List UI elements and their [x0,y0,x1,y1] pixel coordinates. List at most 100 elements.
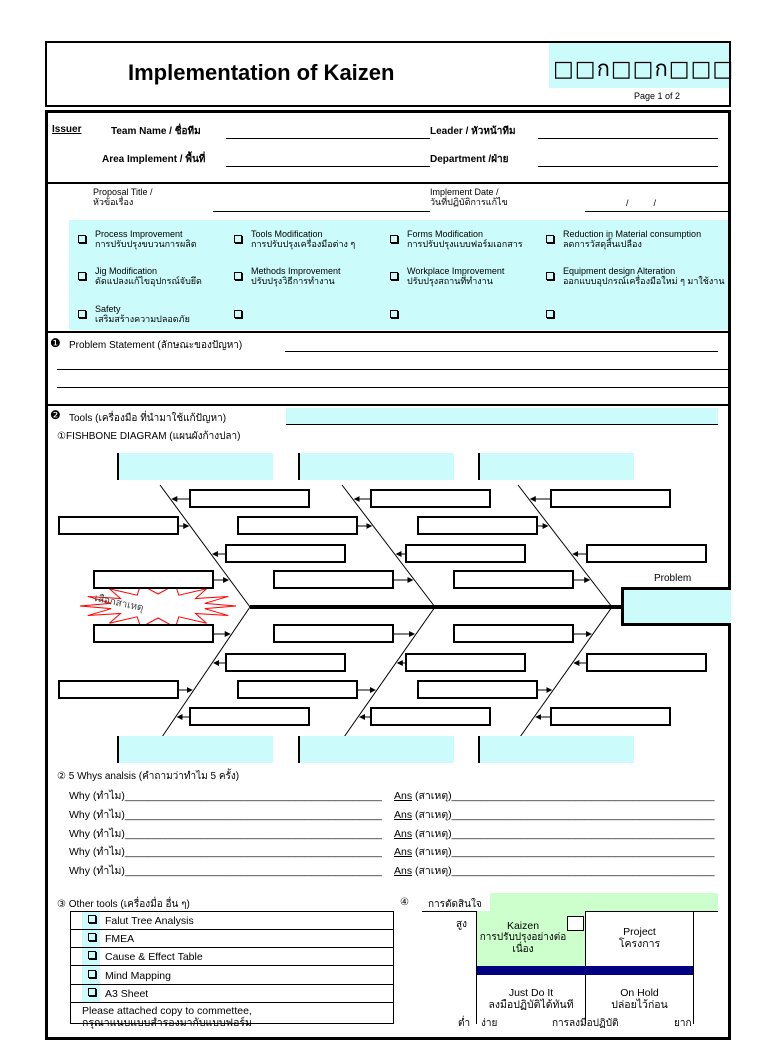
problem-box[interactable] [621,587,731,626]
page-title: Implementation of Kaizen [128,60,395,85]
why-field[interactable]: Why (ทำไม)______________________________… [69,846,382,859]
ans-field[interactable]: (สาเหตุ)________________________________… [412,865,715,878]
bone [341,484,436,608]
category-header-box[interactable] [298,736,454,763]
why-field[interactable]: Why (ทำไม)______________________________… [69,808,382,821]
checkbox[interactable] [546,235,554,243]
category-header-box[interactable] [478,736,634,763]
cause-box[interactable] [237,680,358,699]
why-row[interactable]: Why (ทำไม)______________________________… [69,787,714,804]
checkbox[interactable] [546,272,554,280]
leader-field[interactable] [538,138,718,139]
matrix-band [477,966,693,975]
cause-box[interactable] [550,489,671,508]
category-header-box[interactable] [117,453,273,480]
other-tool-option[interactable]: Mind Mapping [70,967,394,985]
leader-label: Leader / หัวหน้าทีม [430,126,516,137]
ans-field[interactable]: (สาเหตุ)________________________________… [412,808,715,821]
decision-label: การตัดสินใจ [428,899,482,910]
other-tool-option[interactable]: Falut Tree Analysis [70,912,394,930]
cause-box[interactable] [93,570,214,589]
tool-label: Falut Tree Analysis [105,915,194,927]
ans-field[interactable]: (สาเหตุ)________________________________… [412,827,715,840]
problem-line[interactable] [57,387,731,388]
attach-note: Please attached copy to commettee,กรุณาแ… [82,1005,252,1029]
department-field[interactable] [538,166,718,167]
implement-date-underline [585,211,731,212]
cause-box[interactable] [405,653,526,672]
checkbox[interactable] [234,235,242,243]
ans-field[interactable]: (สาเหตุ)________________________________… [412,846,715,859]
why-row[interactable]: Why (ทำไม)______________________________… [69,843,714,860]
checkbox[interactable] [88,933,96,942]
checkbox[interactable] [546,310,554,318]
cause-box[interactable] [550,707,671,726]
why-field[interactable]: Why (ทำไม)______________________________… [69,790,382,802]
checkbox[interactable] [234,310,242,318]
why-field[interactable]: Why (ทำไม)______________________________… [69,865,382,878]
checkbox[interactable] [390,272,398,280]
checkbox[interactable] [390,310,398,318]
cause-box[interactable] [405,544,526,563]
why-field[interactable]: Why (ทำไม)______________________________… [69,827,382,840]
category-header-box[interactable] [117,736,273,763]
proposal-title-field[interactable] [213,211,430,212]
other-tool-option[interactable]: FMEA [70,930,394,949]
cause-box[interactable] [273,624,394,643]
cause-box[interactable] [225,544,346,563]
cause-box[interactable] [453,570,574,589]
cause-box[interactable] [189,707,310,726]
problem-line[interactable] [285,351,718,352]
cause-box[interactable] [273,570,394,589]
category-header-box[interactable] [478,453,634,480]
implement-date-label: Implement Date /วันที่ปฏิบัติการแก้ไข [430,187,508,207]
checkbox[interactable] [88,951,96,960]
other-tool-option[interactable]: A3 Sheet [70,985,394,1003]
checkbox[interactable] [88,915,96,923]
category-header-box[interactable] [298,453,454,480]
decision-field[interactable] [490,893,718,911]
checkbox[interactable] [88,969,96,978]
cause-box[interactable] [370,707,491,726]
ans-label: Ans [394,808,413,821]
cause-box[interactable] [453,624,574,643]
cause-box[interactable] [237,516,358,535]
cause-box[interactable] [58,516,179,535]
implement-date-field[interactable]: / / [626,198,657,208]
checkbox[interactable] [88,987,96,996]
cause-box[interactable] [189,489,310,508]
cause-box[interactable] [417,516,538,535]
cause-box[interactable] [370,489,491,508]
other-tool-option[interactable]: Cause & Effect Table [70,948,394,967]
why-row[interactable]: Why (ทำไม)______________________________… [69,806,714,823]
cause-box[interactable] [225,653,346,672]
cause-box[interactable] [417,680,538,699]
why-row[interactable]: Why (ทำไม)______________________________… [69,862,714,879]
cause-box[interactable] [586,544,707,563]
cause-box[interactable] [58,680,179,699]
team-name-label: Team Name / ชื่อทีม [111,126,201,137]
tools-field[interactable] [286,408,718,425]
ans-label: Ans [394,790,413,802]
checkbox[interactable] [78,235,86,243]
checkbox[interactable] [78,310,86,318]
checkbox[interactable] [78,272,86,280]
cause-box[interactable] [93,624,214,643]
checkbox[interactable] [234,272,242,280]
cause-box[interactable] [586,653,707,672]
divider [45,331,731,333]
why-row[interactable]: Why (ทำไม)______________________________… [69,825,714,842]
kaizen-checkbox[interactable] [567,916,584,931]
checkbox[interactable] [390,235,398,243]
ans-field[interactable]: (สาเหตุ)________________________________… [412,790,715,802]
team-name-field[interactable] [226,138,430,139]
problem-line[interactable] [57,369,731,370]
area-field[interactable] [226,166,430,167]
